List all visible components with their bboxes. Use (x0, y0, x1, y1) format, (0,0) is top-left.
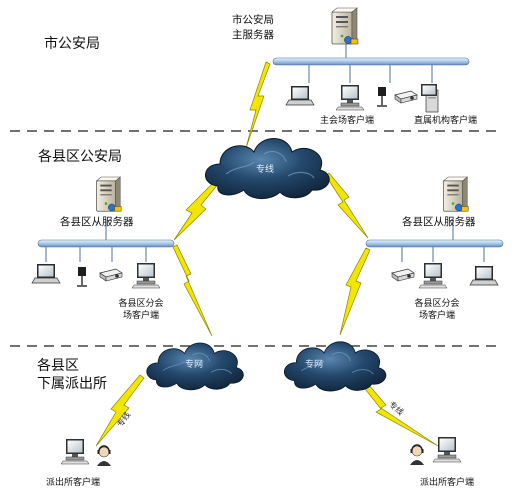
level-label-station-2: 下属派出所 (37, 376, 107, 392)
camera-icon (376, 86, 388, 107)
cloud-right-label: 专网 (305, 360, 324, 370)
desktop-icon (418, 262, 448, 289)
desktop-icon (60, 438, 90, 465)
headset-icon (409, 444, 425, 466)
level-label-station-1: 各县区 (37, 358, 79, 374)
county-right-bus (365, 239, 504, 248)
laptop-icon (31, 263, 61, 284)
level-label-county: 各县区公安局 (38, 149, 122, 165)
desktop-icon (335, 84, 365, 111)
county-right-venue-label-1: 各县区分会 (414, 299, 460, 309)
desktop-icon (420, 83, 439, 113)
link-cloud-left-to-station (95, 374, 145, 447)
city-bus (272, 57, 470, 66)
projector-icon (394, 90, 418, 104)
city-server-label-2: 主服务器 (232, 29, 274, 41)
link-left-bus-to-cloud-left (172, 244, 213, 337)
desktop-icon (432, 436, 462, 463)
level-label-city: 市公安局 (44, 36, 100, 52)
county-left-venue-label-2: 场客户端 (122, 311, 159, 321)
desktop-icon (131, 262, 161, 289)
camera-icon (76, 266, 88, 287)
cloud-icon (283, 341, 387, 392)
link-right-bus-to-cloud-right (339, 247, 371, 336)
city-venue-clients-label: 主会场客户端 (320, 116, 375, 126)
server-icon (331, 7, 359, 45)
city-direct-clients-label: 直属机构客户端 (414, 116, 478, 126)
server-icon (96, 176, 122, 212)
cloud-top-label: 专线 (256, 165, 275, 175)
drop-lines (45, 44, 485, 262)
station-right-client-label: 派出所客户端 (420, 478, 475, 488)
cloud-left-label: 专网 (185, 360, 204, 370)
link-right-bus-to-cloud (325, 172, 369, 239)
server-icon (443, 176, 469, 212)
city-server-label-1: 市公安局 (232, 14, 274, 26)
county-left-bus (37, 239, 175, 248)
county-left-server-label: 各县区从服务器 (60, 216, 134, 228)
laptop-icon (285, 85, 315, 106)
laptop-icon (469, 265, 499, 286)
station-left-client-label: 派出所客户端 (46, 478, 101, 488)
county-left-venue-label-1: 各县区分会 (118, 299, 164, 309)
projector-icon (99, 268, 123, 282)
link-left-bus-to-cloud (173, 179, 220, 241)
projector-icon (391, 268, 415, 282)
headset-icon (96, 445, 112, 467)
county-right-venue-label-2: 场客户端 (418, 311, 455, 321)
lightning-icon (95, 61, 439, 447)
link-city-to-cloud (245, 61, 271, 149)
county-right-server-label: 各县区从服务器 (402, 216, 476, 228)
